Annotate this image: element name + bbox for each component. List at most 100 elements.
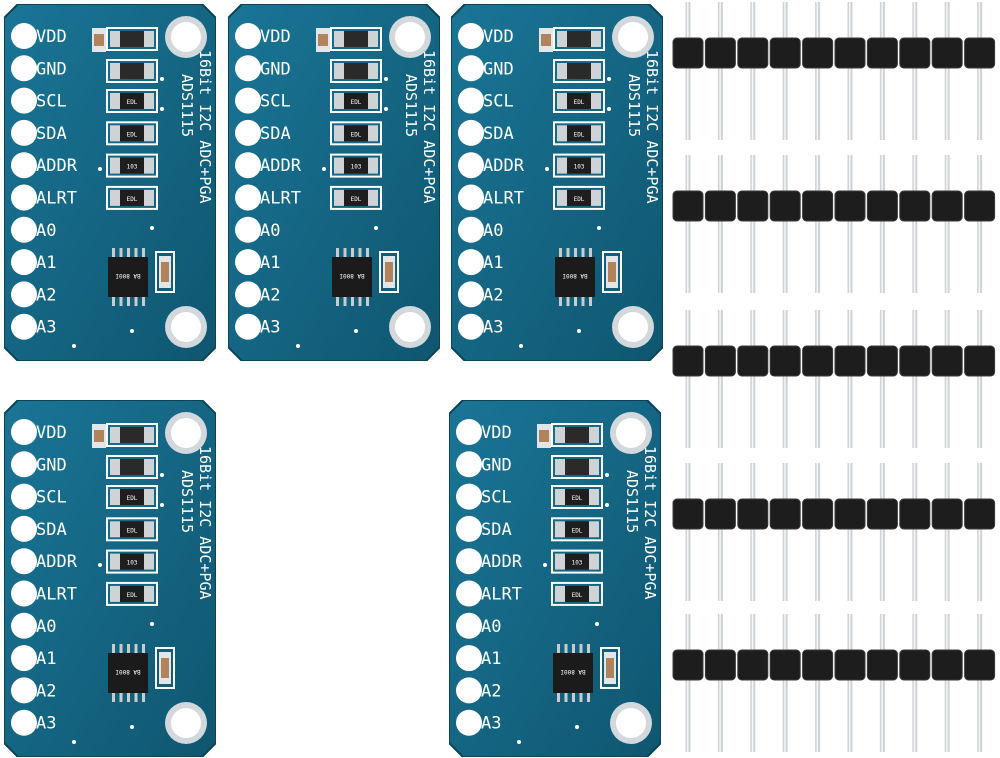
pin-header-strip-5 bbox=[672, 612, 1000, 754]
chip-marking: BA 800I bbox=[562, 272, 588, 279]
smd-resistor-vdd bbox=[551, 423, 603, 447]
smd-resistor-gnd bbox=[106, 455, 158, 479]
pin-label: A3 bbox=[483, 318, 503, 338]
resistor-code: 103 bbox=[574, 164, 585, 171]
pin-pad bbox=[458, 55, 484, 82]
pin-pad bbox=[458, 119, 484, 146]
pin-pad bbox=[11, 580, 37, 607]
header-housing bbox=[769, 498, 801, 530]
mounting-hole-top bbox=[165, 412, 207, 454]
pin-pad bbox=[11, 313, 37, 340]
pin-pad bbox=[235, 281, 261, 308]
pin-pad bbox=[235, 87, 261, 114]
header-housing bbox=[931, 190, 963, 222]
header-housing bbox=[769, 345, 801, 377]
pin-label: VDD bbox=[481, 423, 512, 443]
pin-pad bbox=[235, 152, 261, 179]
pin-label: ADDR bbox=[36, 156, 78, 176]
smd-resistor-gnd bbox=[551, 455, 603, 479]
pin-pad bbox=[458, 87, 484, 114]
chip-marking: BA 800I bbox=[115, 668, 141, 675]
pin-label: A0 bbox=[36, 221, 56, 241]
pin-pad bbox=[11, 451, 37, 478]
pin-pad bbox=[11, 249, 37, 276]
smd-capacitor bbox=[537, 424, 551, 448]
pin-pad bbox=[11, 419, 37, 445]
pin-pads bbox=[11, 419, 37, 736]
resistor-code: EDL bbox=[127, 131, 138, 138]
pin-label: A3 bbox=[36, 714, 56, 734]
resistor-code: 103 bbox=[572, 560, 583, 567]
pin-label: GND bbox=[36, 59, 67, 79]
smd-resistor-vdd bbox=[106, 423, 158, 447]
smd-capacitor bbox=[539, 28, 553, 52]
header-housing bbox=[931, 498, 963, 530]
pin-header-strip-3 bbox=[672, 308, 1000, 450]
header-housing bbox=[931, 37, 963, 69]
pin-label: GND bbox=[481, 455, 512, 475]
header-housing bbox=[964, 345, 996, 377]
header-housing bbox=[802, 37, 834, 69]
pin-pad bbox=[235, 55, 261, 82]
header-housing bbox=[672, 649, 704, 681]
pin-label: ADDR bbox=[481, 552, 523, 572]
board-title: 16Bit I2C ADC+PGA bbox=[420, 50, 438, 204]
header-housing bbox=[866, 649, 898, 681]
pin-pad bbox=[458, 23, 484, 49]
smd-capacitor-2 bbox=[379, 251, 399, 293]
header-housing bbox=[769, 37, 801, 69]
pin-label: SDA bbox=[481, 520, 512, 540]
header-housing bbox=[672, 345, 704, 377]
pin-pad bbox=[456, 419, 482, 445]
header-housing bbox=[704, 37, 736, 69]
pin-label: SCL bbox=[260, 92, 291, 112]
resistor-code: 103 bbox=[127, 164, 138, 171]
pin-label: A0 bbox=[260, 221, 280, 241]
pin-pad bbox=[11, 87, 37, 114]
header-housing bbox=[672, 37, 704, 69]
pin-pad bbox=[11, 677, 37, 704]
smd-resistor-vdd bbox=[106, 27, 158, 51]
chip-name: ADS1115 bbox=[402, 74, 420, 137]
ads1115-ic-chip: BA 800I bbox=[332, 248, 372, 306]
header-housing bbox=[866, 345, 898, 377]
board-title: 16Bit I2C ADC+PGA bbox=[196, 50, 214, 204]
pin-pads bbox=[458, 23, 484, 340]
pin-label: SCL bbox=[481, 488, 512, 508]
pin-label: A3 bbox=[260, 318, 280, 338]
pin-label: A2 bbox=[260, 285, 280, 305]
header-housing bbox=[834, 37, 866, 69]
header-housing bbox=[834, 649, 866, 681]
resistor-code: EDL bbox=[572, 527, 583, 534]
mounting-hole-bottom bbox=[612, 306, 654, 348]
resistor-code: EDL bbox=[574, 99, 585, 106]
pin-pad bbox=[456, 451, 482, 478]
pin-pad bbox=[11, 709, 37, 736]
header-housing bbox=[802, 190, 834, 222]
board-title: 16Bit I2C ADC+PGA bbox=[643, 50, 661, 204]
pin-label: A3 bbox=[481, 714, 501, 734]
ads1115-ic-chip: BA 800I bbox=[555, 248, 595, 306]
header-housing bbox=[866, 37, 898, 69]
pin-pad bbox=[11, 281, 37, 308]
mounting-hole-bottom bbox=[165, 702, 207, 744]
ads1115-ic-chip: BA 800I bbox=[108, 644, 148, 702]
pin-label: SDA bbox=[36, 124, 67, 144]
header-housing bbox=[964, 498, 996, 530]
chip-name: ADS1115 bbox=[178, 74, 196, 137]
pin-label: SDA bbox=[36, 520, 67, 540]
pin-label: ADDR bbox=[483, 156, 525, 176]
pin-pad bbox=[456, 709, 482, 736]
header-housing bbox=[802, 649, 834, 681]
pin-pad bbox=[235, 249, 261, 276]
pin-label: SCL bbox=[483, 92, 514, 112]
